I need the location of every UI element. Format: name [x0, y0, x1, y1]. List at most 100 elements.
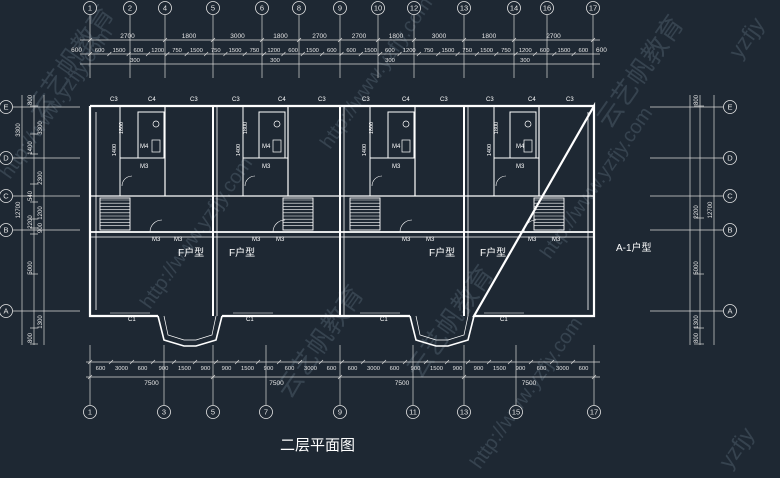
dimension-tick [552, 51, 557, 57]
dimension-text: 1500 [113, 48, 126, 54]
axis-bubble [123, 1, 137, 15]
axis-label: 3 [162, 408, 166, 417]
dimension-text: 7500 [269, 380, 284, 387]
axis-label: 15 [512, 408, 520, 417]
dimension-layer [13, 15, 723, 405]
plan-tag: C1 [128, 317, 136, 323]
sink-fixture [523, 139, 533, 153]
dimension-text: 600 [138, 366, 148, 372]
dimension-tick [259, 37, 265, 43]
dimension-text: 600 [537, 366, 547, 372]
axis-label: 1 [88, 4, 92, 13]
dimension-tick [87, 359, 93, 365]
bay-window [415, 315, 469, 341]
axis-label: 2 [128, 4, 132, 13]
dimension-text: 1500 [480, 48, 493, 54]
dimension-text: 2700 [546, 33, 561, 40]
door-swing [149, 219, 163, 233]
dimension-text: 7500 [144, 380, 159, 387]
dimension-text: 2700 [312, 33, 327, 40]
dimension-tick [507, 359, 513, 365]
room-label: F户型 [229, 246, 255, 259]
axis-bubble [259, 405, 273, 419]
dimension-tick [126, 51, 131, 57]
plan-tag: M3 [152, 237, 161, 243]
dimension-text: 1300 [694, 315, 700, 329]
building-plan [88, 101, 596, 347]
dimension-tick [465, 359, 471, 365]
plan-tag: M3 [552, 237, 561, 243]
dimension-text: 750 [424, 48, 434, 54]
dimension-tick [513, 51, 518, 57]
axis-label: 8 [297, 4, 301, 13]
door-swing [371, 175, 383, 187]
axis-label: C [727, 192, 733, 201]
dimension-tick [444, 359, 450, 365]
dimension-tick [591, 374, 597, 380]
exterior-wall-inner [95, 112, 589, 310]
dimension-text: 1200 [403, 48, 416, 54]
axis-bubble [83, 405, 97, 419]
dimension-text: 1800 [389, 33, 404, 40]
dimension-tick [402, 359, 408, 365]
dimension-text: 1200 [519, 48, 532, 54]
plan-tag: M4 [140, 144, 149, 150]
dimension-tick [184, 51, 189, 57]
dimension-tick [339, 51, 344, 57]
axis-bubble [83, 1, 97, 15]
dimension-text: 600 [578, 48, 588, 54]
axis-bubble [723, 189, 737, 203]
axis-label: 1 [88, 408, 92, 417]
axis-bubble [723, 151, 737, 165]
dimension-tick [549, 359, 555, 365]
dimension-tick [297, 359, 303, 365]
dimension-text: 750 [462, 48, 472, 54]
plan-tag: C3 [566, 97, 574, 103]
dimension-text: 1500 [306, 48, 319, 54]
sink-fixture [151, 139, 161, 153]
axis-bubble [206, 405, 220, 419]
dimension-text: 1800 [273, 33, 288, 40]
dimension-tick [358, 51, 364, 57]
axis-bubble [507, 1, 521, 15]
room-label: F户型 [480, 246, 506, 259]
plan-tag: 1400 [112, 144, 118, 156]
dimension-text: 3000 [432, 33, 447, 40]
dimension-tick [571, 51, 576, 57]
dimension-tick [223, 51, 228, 57]
axis-bubble [406, 405, 420, 419]
dimension-text: 3000 [367, 366, 380, 372]
dimension-text: 1500 [430, 366, 443, 372]
dimension-tick [276, 359, 282, 365]
dimension-text: 12700 [708, 201, 714, 218]
room-label: F户型 [429, 246, 455, 259]
stair-outline [99, 197, 131, 231]
dimension-text: 3000 [115, 366, 128, 372]
dimension-tick [397, 51, 402, 57]
axis-bubble [0, 304, 13, 318]
plan-tag: M3 [174, 237, 183, 243]
dimension-text: 600 [596, 47, 607, 54]
dimension-tick [455, 51, 460, 57]
axis-bubble [371, 1, 385, 15]
dimension-tick [528, 359, 534, 365]
dimension-tick [532, 51, 538, 57]
plan-tag: M3 [426, 237, 435, 243]
dimension-tick [108, 359, 114, 365]
dimension-text: 600 [327, 366, 337, 372]
door-swing [523, 219, 537, 233]
axis-label: E [3, 103, 8, 112]
dimension-text: 800 [28, 94, 34, 105]
dimension-tick [377, 51, 383, 57]
dimension-tick [494, 51, 499, 57]
axis-label: B [3, 226, 8, 235]
dimension-tick [318, 359, 324, 365]
toilet-fixture [524, 120, 532, 128]
plan-tag: C3 [362, 97, 370, 103]
dimension-tick [210, 374, 216, 380]
dimension-text: 300 [130, 58, 140, 64]
dimension-text: 600 [540, 48, 550, 54]
dimension-text: 600 [285, 366, 295, 372]
axis-bubble [540, 1, 554, 15]
